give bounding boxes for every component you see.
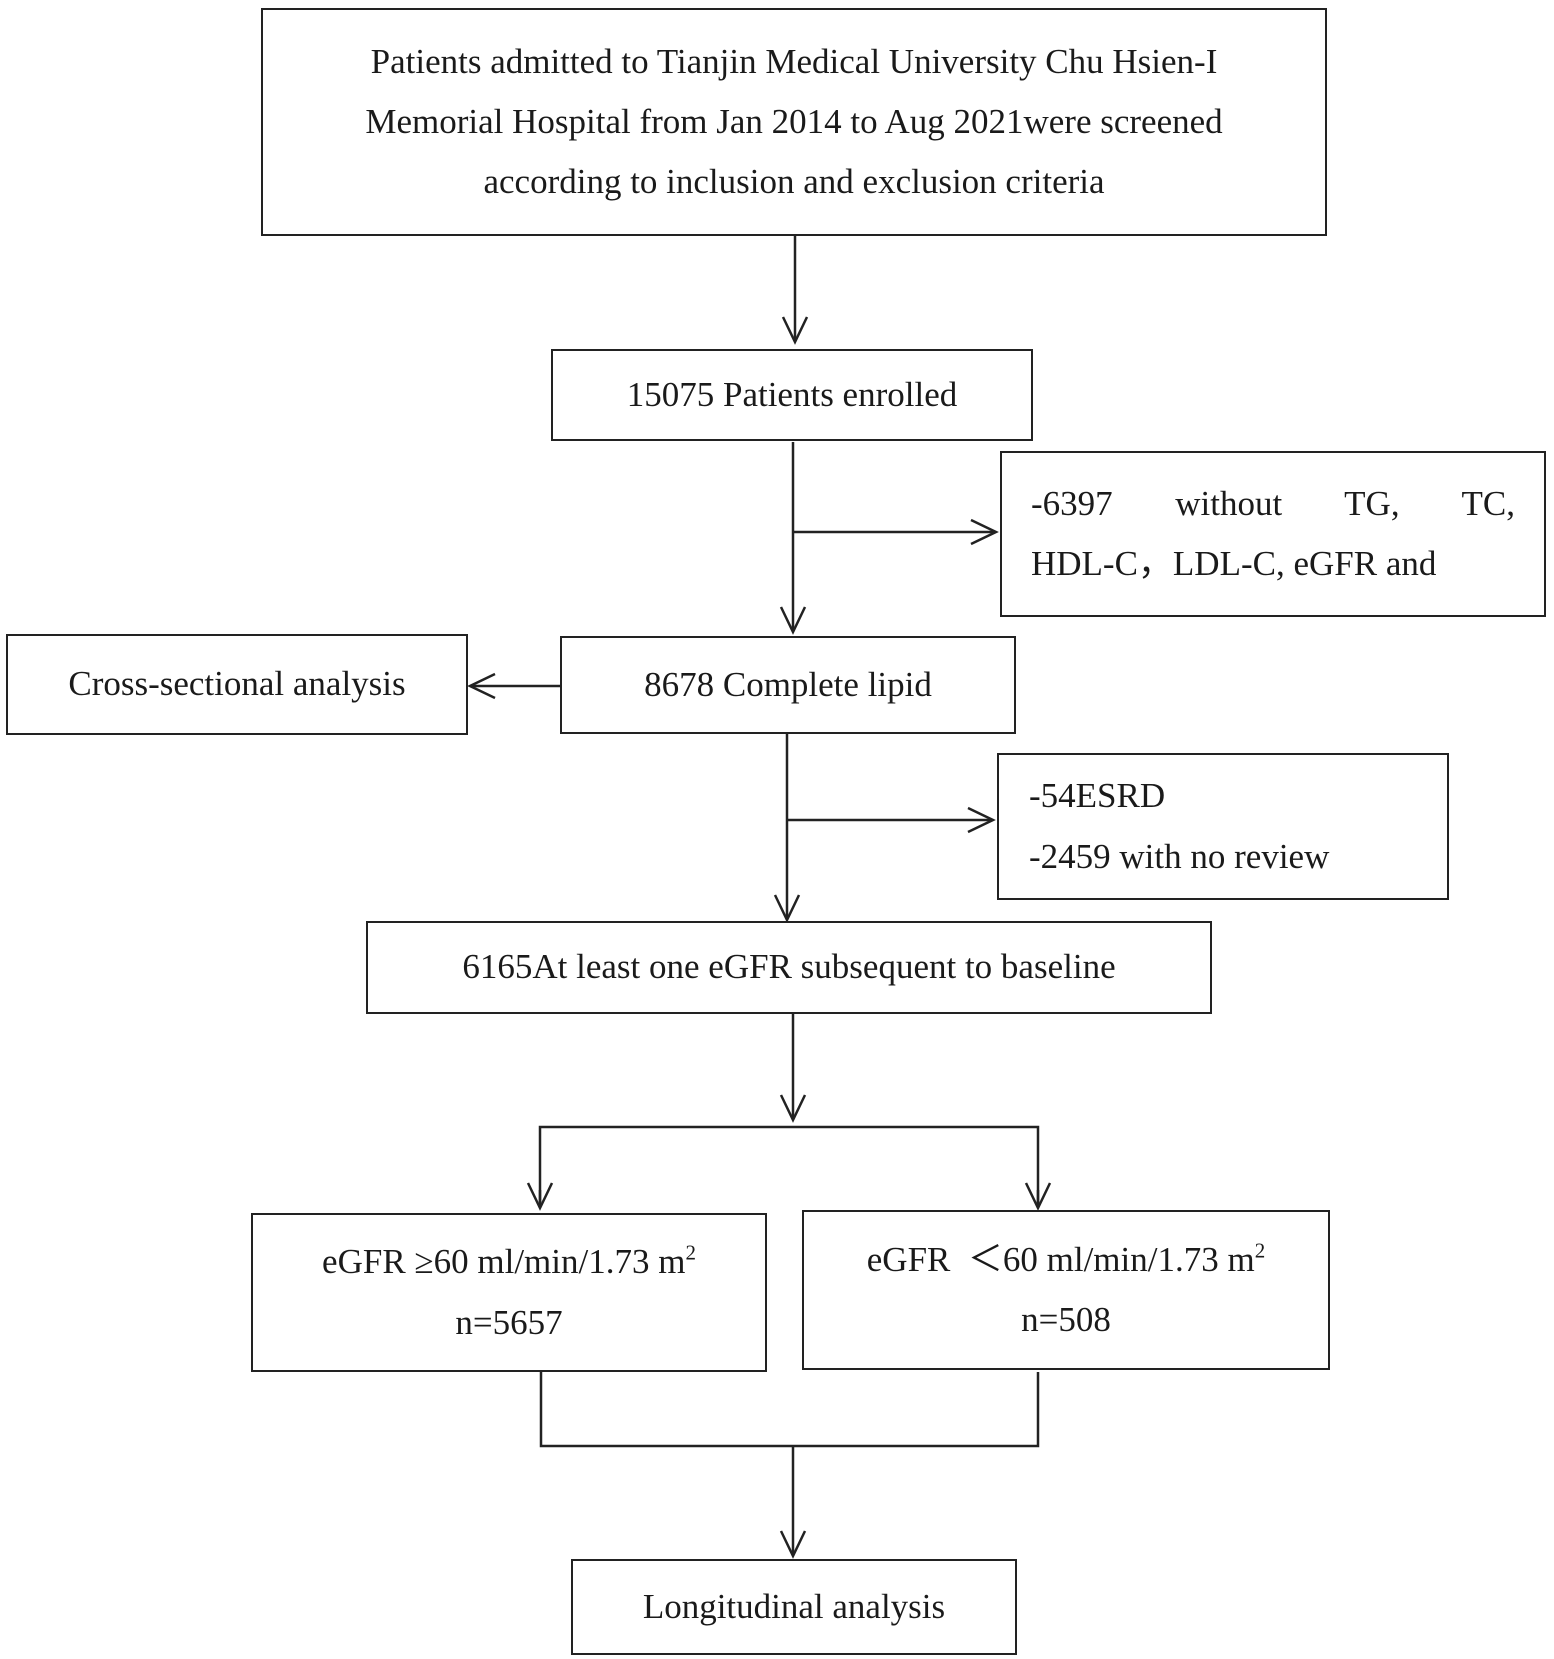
exclusion-1-line-1: -6397 without TG, TC,	[1031, 483, 1515, 523]
complete-lipid-text: 8678 Complete lipid	[644, 664, 932, 704]
egfr-low-label: eGFR ＜60 ml/min/1.73 m2	[867, 1230, 1265, 1290]
enrolled-text: 15075 Patients enrolled	[626, 374, 958, 414]
followup-box: 6165At least one eGFR subsequent to base…	[366, 921, 1212, 1014]
egfr-low-label-sup: 2	[1254, 1238, 1266, 1263]
screening-box: Patients admitted to Tianjin Medical Uni…	[261, 8, 1327, 236]
egfr-high-label-text: eGFR ≥60 ml/min/1.73 m	[322, 1242, 686, 1282]
egfr-high-n: n=5657	[455, 1302, 563, 1342]
egfr-low-label-text: eGFR ＜60 ml/min/1.73 m	[866, 1239, 1255, 1279]
followup-text: 6165At least one eGFR subsequent to base…	[462, 947, 1116, 987]
exclusion-box-2: -54ESRD -2459 with no review	[997, 753, 1449, 900]
egfr-high-box: eGFR ≥60 ml/min/1.73 m2 n=5657	[251, 1213, 767, 1372]
split-connector	[538, 1125, 1040, 1207]
screening-line-1: Patients admitted to Tianjin Medical Uni…	[370, 41, 1218, 81]
exclusion-box-1: -6397 without TG, TC, HDL-C，LDL-C, eGFR …	[1000, 451, 1546, 617]
longitudinal-box: Longitudinal analysis	[571, 1559, 1017, 1655]
enrolled-box: 15075 Patients enrolled	[551, 349, 1033, 441]
egfr-low-n: n=508	[1021, 1300, 1111, 1339]
screening-line-3: according to inclusion and exclusion cri…	[483, 162, 1105, 202]
egfr-high-label-sup: 2	[685, 1240, 696, 1265]
egfr-low-box: eGFR ＜60 ml/min/1.73 m2 n=508	[802, 1210, 1330, 1370]
merge-connector	[539, 1372, 1040, 1448]
complete-lipid-box: 8678 Complete lipid	[560, 636, 1016, 734]
screening-line-2: Memorial Hospital from Jan 2014 to Aug 2…	[365, 101, 1223, 141]
exclusion-2-line-2: -2459 with no review	[1029, 836, 1330, 876]
longitudinal-text: Longitudinal analysis	[642, 1586, 946, 1626]
cross-sectional-box: Cross-sectional analysis	[6, 634, 468, 735]
egfr-high-label: eGFR ≥60 ml/min/1.73 m2	[322, 1232, 696, 1292]
cross-sectional-text: Cross-sectional analysis	[68, 664, 406, 704]
exclusion-2-line-1: -54ESRD	[1029, 776, 1166, 816]
exclusion-1-line-2: HDL-C，LDL-C, eGFR and	[1031, 544, 1437, 583]
